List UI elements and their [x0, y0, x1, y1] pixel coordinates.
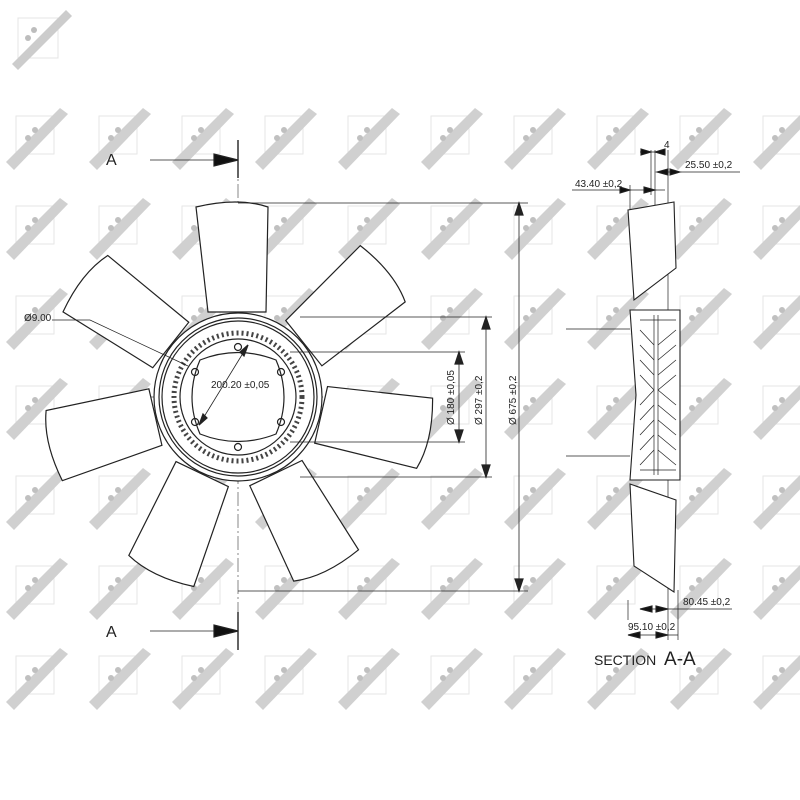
- section-title-text: SECTION: [594, 652, 657, 668]
- hole-diameter-label: Ø9.00: [24, 313, 52, 324]
- dim-top-right: 25.50 ±0,2: [685, 160, 733, 171]
- section-marker-top: A: [106, 152, 117, 169]
- hub-diameter-label: Ø 297 ±0,2: [474, 375, 485, 425]
- front-view: [45, 140, 528, 650]
- bolt-circle-label: 200.20 ±0,05: [211, 380, 270, 391]
- watermark-pattern: [12, 10, 72, 70]
- section-title: SECTION A-A: [594, 649, 696, 671]
- section-view: [566, 148, 740, 640]
- fan-diameter-label: Ø 675 ±0,2: [508, 375, 519, 425]
- dim-bottom-right: 80.45 ±0,2: [683, 597, 731, 608]
- dim-bottom-left: 95.10 ±0,2: [628, 622, 676, 633]
- fan-blades: [45, 201, 434, 588]
- dim-thickness: 4: [664, 140, 670, 151]
- dim-top-left: 43.40 ±0,2: [575, 179, 623, 190]
- section-title-suffix: A-A: [664, 649, 696, 670]
- section-marker-bottom: A: [106, 624, 117, 641]
- bore-diameter-label: Ø 180 ±0,05: [446, 370, 457, 425]
